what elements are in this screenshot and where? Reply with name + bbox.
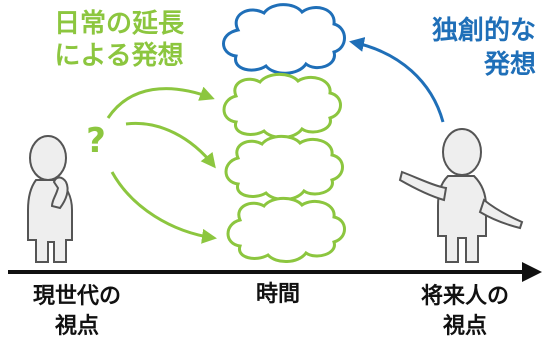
- creative-idea-line2: 発想: [483, 50, 536, 80]
- conventional-idea-line2: による発想: [54, 41, 184, 71]
- future-generation-view-label: 将来人の 視点: [390, 282, 540, 342]
- question-mark: ?: [86, 121, 106, 161]
- creative-idea-label: 独創的な 発想: [396, 14, 536, 82]
- current-generation-view-label: 現世代の 視点: [2, 282, 152, 342]
- arrow-green-3: [110, 171, 217, 244]
- future-view-line2: 視点: [442, 314, 487, 339]
- arrow-green-1: [106, 86, 215, 119]
- future-view-line1: 将来人の: [420, 284, 509, 309]
- time-axis-label: 時間: [255, 282, 300, 307]
- current-view-line1: 現世代の: [32, 284, 121, 309]
- conventional-idea-label: 日常の延長 による発想: [24, 8, 214, 72]
- cloud-top: [222, 3, 346, 75]
- pointing-person-icon: [398, 128, 524, 263]
- current-view-line2: 視点: [54, 314, 99, 339]
- cloud-green-1: [222, 72, 342, 139]
- conventional-idea-line1: 日常の延長: [53, 9, 184, 39]
- cloud-green-2: [224, 134, 344, 201]
- cloud-green-3: [226, 196, 346, 263]
- arrow-blue: [349, 37, 445, 123]
- creative-idea-line1: 独創的な: [431, 16, 536, 46]
- arrow-green-2: [125, 121, 216, 169]
- thinking-person-icon: [27, 135, 73, 263]
